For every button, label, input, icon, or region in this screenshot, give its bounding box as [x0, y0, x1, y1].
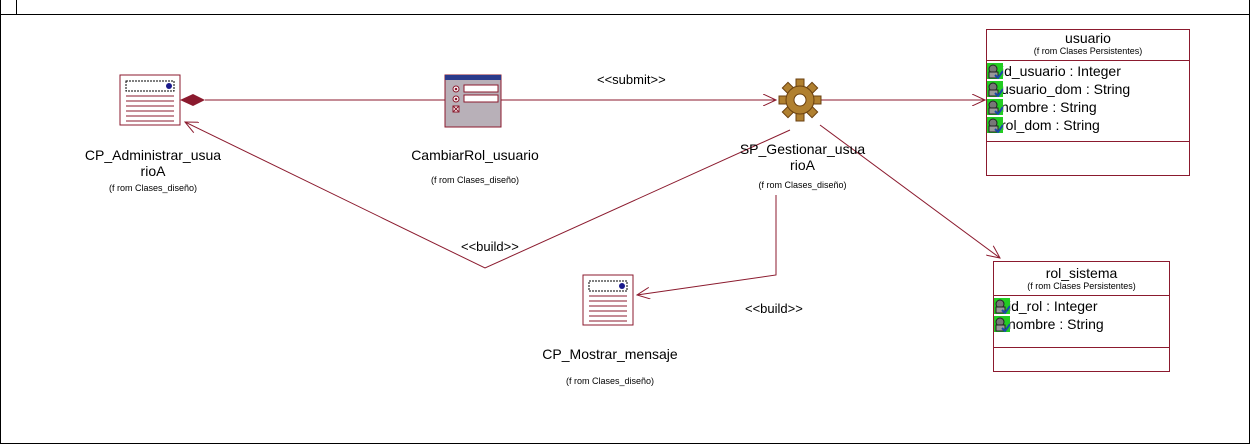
- class-name-mostrar: CP_Mostrar_mensaje: [542, 346, 678, 362]
- build-link-admin: [185, 122, 791, 269]
- class-box-rol-sistema[interactable]: rol_sistema (f rom Clases Persistentes) …: [993, 261, 1170, 372]
- stereotype-build-mostrar: <<build>>: [745, 301, 803, 316]
- class-name-gestionar-1: SP_Gestionar_usua: [739, 141, 866, 157]
- attribute-text: id_usuario : Integer: [1001, 63, 1121, 79]
- attribute-row: nombre : String: [994, 315, 1169, 333]
- attribute-list-rol-sistema: id_rol : Integer nombre : String: [994, 296, 1169, 348]
- class-origin-mostrar: (f rom Clases_diseño): [565, 376, 655, 386]
- attribute-row: nombre : String: [987, 98, 1189, 116]
- aggregation-diamond: [180, 94, 205, 106]
- attribute-list-usuario: id_usuario : Integer usuario_dom : Strin…: [987, 61, 1189, 142]
- class-name-admin-2: rioA: [140, 163, 166, 179]
- private-attribute-icon: [987, 81, 1004, 98]
- class-name-cambiar: CambiarRol_usuario: [411, 147, 539, 163]
- class-name-admin-1: CP_Administrar_usua: [84, 147, 222, 163]
- class-name-usuario: usuario: [1065, 30, 1111, 46]
- client-page-icon-mostrar: [582, 274, 634, 326]
- attribute-text: usuario_dom : String: [1001, 81, 1131, 97]
- attribute-row: usuario_dom : String: [987, 80, 1189, 98]
- attribute-row: id_rol : Integer: [994, 297, 1169, 315]
- private-attribute-icon: [994, 298, 1011, 315]
- link-gestionar-rol: [819, 124, 1000, 258]
- client-page-icon-admin: [119, 74, 181, 126]
- private-attribute-icon: [987, 63, 1004, 80]
- private-attribute-icon: [987, 117, 1004, 134]
- attribute-text: id_rol : Integer: [1008, 298, 1098, 314]
- attribute-text: rol_dom : String: [1001, 117, 1100, 133]
- attribute-row: rol_dom : String: [987, 116, 1189, 134]
- class-name-rol-sistema: rol_sistema: [1045, 265, 1118, 281]
- form-icon-cambiar: [444, 74, 502, 128]
- private-attribute-icon: [987, 99, 1004, 116]
- class-origin-rol-sistema: (f rom Clases Persistentes): [1027, 281, 1136, 291]
- private-attribute-icon: [994, 316, 1011, 333]
- class-header-rol-sistema: rol_sistema (f rom Clases Persistentes): [994, 262, 1169, 296]
- class-origin-gestionar: (f rom Clases_diseño): [758, 180, 847, 190]
- build-link-mostrar: [637, 195, 777, 295]
- class-origin-usuario: (f rom Clases Persistentes): [1033, 46, 1143, 56]
- class-box-usuario[interactable]: usuario (f rom Clases Persistentes) id_u…: [986, 29, 1190, 176]
- class-origin-admin: (f rom Clases_diseño): [108, 183, 198, 193]
- diagram-frame-header: [0, 0, 1250, 15]
- stereotype-build-admin: <<build>>: [461, 239, 519, 254]
- class-origin-cambiar: (f rom Clases_diseño): [430, 175, 520, 185]
- attribute-row: id_usuario : Integer: [987, 62, 1189, 80]
- attribute-text: nombre : String: [1001, 99, 1097, 115]
- class-name-gestionar-2: rioA: [790, 157, 815, 173]
- attribute-text: nombre : String: [1008, 316, 1104, 332]
- frame-divider: [16, 0, 17, 14]
- class-header-usuario: usuario (f rom Clases Persistentes): [987, 30, 1189, 61]
- stereotype-submit: <<submit>>: [597, 72, 666, 87]
- server-page-gear-icon: [778, 78, 822, 122]
